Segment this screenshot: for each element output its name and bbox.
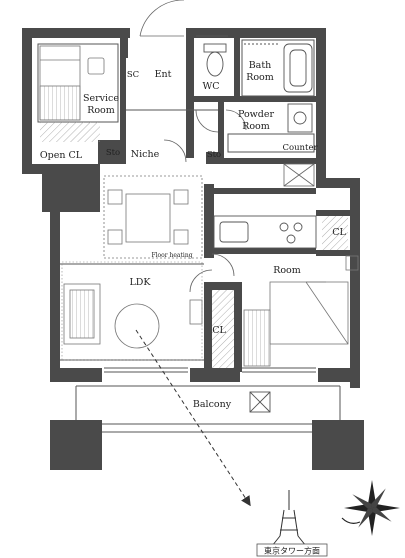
vanity-sink <box>287 103 313 133</box>
sto-left-label: Sto <box>106 148 120 158</box>
room-bed <box>243 255 359 367</box>
counter-label: Counter <box>282 143 318 153</box>
balcony-pillars <box>50 420 364 470</box>
bath-room-label-2: Room <box>246 72 274 83</box>
niche-label: Niche <box>131 149 160 160</box>
direction-arrow <box>135 329 251 507</box>
powder-room-label-2: Room <box>242 121 270 132</box>
compass-icon <box>341 480 400 536</box>
service-room-label-1: Service <box>83 93 119 104</box>
bath-room-label-1: Bath <box>249 60 272 71</box>
room-label: Room <box>273 265 301 276</box>
tokyo-tower-icon <box>271 490 307 547</box>
balcony-label: Balcony <box>193 399 232 410</box>
direction-label: 東京タワー方面 <box>264 546 320 556</box>
interior-walls <box>98 38 350 372</box>
sc-label: SC <box>127 70 139 80</box>
powder-room-label-1: Powder <box>238 109 275 120</box>
direction-label-box <box>256 543 328 557</box>
floor-heating-zone <box>103 175 203 259</box>
ldk-label: LDK <box>129 277 151 288</box>
sto-right-label: Sto <box>207 150 221 160</box>
toilet <box>203 43 227 77</box>
cl-room-label: CL <box>212 325 226 336</box>
ent-label: Ent <box>155 69 172 80</box>
dining-set <box>107 189 189 245</box>
service-room-label-2: Room <box>87 105 115 116</box>
counter-box <box>283 163 315 187</box>
open-cl-label: Open CL <box>40 150 83 161</box>
bathtub <box>244 43 313 93</box>
kitchen-counter <box>213 215 317 249</box>
service-room-bed <box>39 45 105 121</box>
balcony-ac-unit <box>249 391 271 413</box>
door-swings <box>139 0 247 293</box>
closet-hatches <box>40 122 348 368</box>
exterior-walls <box>22 28 360 388</box>
wc-label: WC <box>202 81 219 92</box>
cl-kitchen-label: CL <box>332 227 346 238</box>
living-furniture <box>63 283 203 349</box>
floor-heating-label: Floor heating <box>151 252 192 259</box>
